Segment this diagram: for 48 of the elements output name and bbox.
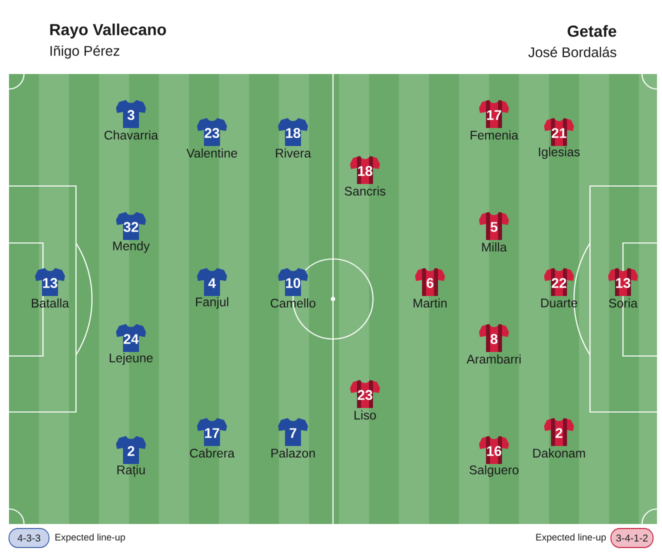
player-name: Rivera: [276, 148, 312, 158]
jersey: 21: [544, 118, 574, 146]
jersey: 23: [197, 118, 227, 146]
player-name: Femenia: [470, 130, 518, 140]
team-name: Getafe: [568, 25, 616, 37]
jersey: 2: [116, 436, 146, 464]
jersey: 7: [278, 418, 308, 446]
jersey: 16: [479, 436, 509, 464]
jersey: 2: [544, 418, 574, 446]
player-name: Palazon: [271, 448, 315, 458]
jersey: 6: [415, 268, 445, 296]
formation-pill: 4-3-3: [8, 528, 50, 548]
coach-name: Iñigo Pérez: [50, 45, 120, 59]
player-name: Dakonam: [533, 448, 585, 458]
player-name: Mendy: [113, 241, 150, 253]
jersey: 4: [197, 268, 227, 296]
player-name: Iglesias: [538, 147, 580, 159]
player-name: Lejeune: [110, 353, 153, 365]
caption-text: Expected line-up: [55, 534, 125, 542]
player-name: Rațiu: [117, 465, 145, 477]
jersey: 13: [35, 268, 65, 296]
jersey: 17: [197, 418, 227, 446]
jersey: 10: [278, 268, 308, 296]
player-name: Cabrera: [190, 448, 235, 458]
player-name: Milla: [482, 242, 507, 252]
player-name: Liso: [354, 410, 376, 420]
team-name: Rayo Vallecano: [50, 24, 166, 38]
jersey: 23: [350, 380, 380, 408]
jersey: 32: [116, 212, 146, 240]
player-name: Sancris: [344, 186, 386, 196]
coach-name: José Bordalás: [528, 46, 616, 58]
player-name: Valentine: [186, 148, 238, 158]
jersey: 18: [278, 118, 308, 146]
player-name: Arambarri: [466, 354, 521, 364]
jersey: 3: [116, 100, 146, 128]
caption-text: Expected line-up: [536, 534, 606, 542]
formation-pill: 3-4-1-2: [610, 528, 654, 548]
jersey: 17: [479, 100, 509, 128]
jersey: 18: [350, 156, 380, 184]
jersey: 13: [608, 268, 638, 296]
jersey: 24: [116, 324, 146, 352]
player-name: Salguero: [470, 465, 518, 477]
player-name: Chavarria: [104, 130, 158, 140]
player-name: Martin: [414, 298, 447, 308]
jersey: 5: [479, 212, 509, 240]
jersey: 8: [479, 324, 509, 352]
jersey: 22: [544, 268, 574, 296]
player-name: Fanjul: [196, 297, 228, 309]
